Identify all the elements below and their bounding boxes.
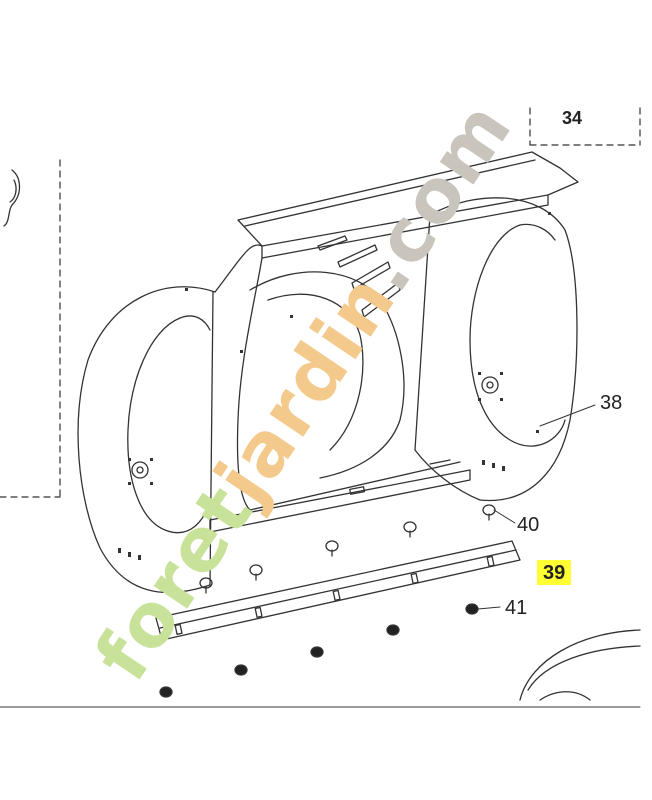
scraper-bar [155,540,521,641]
left-dashed-boundary [0,159,61,498]
left-partial-part [3,169,21,227]
partial-reference-label: 34 [562,108,583,128]
callout-38: 38 [600,392,623,414]
callout-40: 40 [517,514,540,536]
callout-leader-lines [477,404,596,610]
housing-bottom-lip [209,459,471,533]
housing-vent-slots [317,235,401,318]
auger-housing-right-side-plate [414,197,578,502]
carriage-bolts [199,504,496,594]
auger-housing-back-wall [236,235,461,511]
top-right-dashed-boundary [529,107,641,146]
hex-nuts [159,603,479,698]
auger-housing-left-side-plate [77,244,263,594]
callout-39: 39 [537,560,572,585]
bottom-right-partial-part [519,629,641,701]
callout-41: 41 [505,597,528,619]
